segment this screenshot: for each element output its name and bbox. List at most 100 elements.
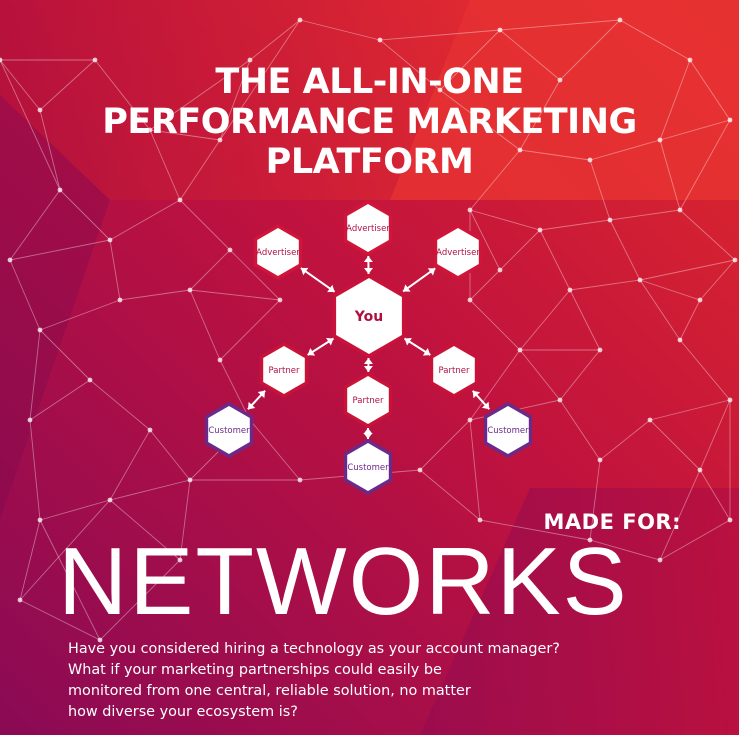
mesh-dot <box>217 137 223 143</box>
mesh-link <box>659 119 731 141</box>
mesh-dot <box>37 327 43 333</box>
mesh-link <box>519 79 561 151</box>
node-adv-right: Advertiser <box>433 224 483 280</box>
edge-hub-adv-left <box>300 267 336 293</box>
body-line-4: how diverse your ecosystem is? <box>68 704 298 720</box>
arrow-head <box>363 267 373 275</box>
mesh-dot <box>247 57 253 63</box>
mesh-dot <box>567 287 573 293</box>
mesh-dot <box>187 477 193 483</box>
mesh-link <box>109 199 181 241</box>
node-label: Advertiser <box>256 248 300 258</box>
mesh-link <box>59 189 111 241</box>
body-line-2: What if your marketing partnerships coul… <box>68 662 442 678</box>
mesh-link <box>469 349 521 421</box>
mesh-link <box>559 19 621 81</box>
network-mesh <box>0 19 736 641</box>
node-par-center: Partner <box>343 372 393 428</box>
mesh-dot <box>147 427 153 433</box>
mesh-dot <box>377 37 383 43</box>
mesh-link <box>149 129 221 141</box>
mesh-dot <box>557 397 563 403</box>
mesh-dot <box>277 297 283 303</box>
made-for-label: MADE FOR: <box>543 510 681 534</box>
node-face <box>257 228 299 276</box>
mesh-dot <box>587 537 593 543</box>
mesh-link <box>569 289 601 351</box>
mesh-dot <box>7 257 13 263</box>
mesh-dot <box>227 247 233 253</box>
mesh-dot <box>537 227 543 233</box>
mesh-link <box>479 519 591 541</box>
mesh-dot <box>657 557 663 563</box>
mesh-link <box>519 149 591 161</box>
arrow-head <box>404 337 412 346</box>
mesh-link <box>589 159 611 221</box>
mesh-link <box>189 289 221 361</box>
node-adv-left: Advertiser <box>253 224 303 280</box>
mesh-link <box>589 139 661 161</box>
mesh-link <box>0 59 41 111</box>
left-shade <box>0 95 110 520</box>
mesh-link <box>109 239 121 301</box>
arrow-head <box>427 268 436 276</box>
body-line-3: monitored from one central, reliable sol… <box>68 683 471 699</box>
mesh-link <box>659 469 701 561</box>
mesh-dot <box>687 57 693 63</box>
arrow-head <box>363 255 373 263</box>
mesh-link <box>29 329 41 421</box>
title-line-2: PERFORMANCE MARKETING <box>102 102 637 142</box>
mesh-link <box>539 229 571 291</box>
mesh-link <box>639 279 701 301</box>
mesh-link <box>219 19 301 141</box>
node-face <box>437 228 479 276</box>
node-label: Partner <box>439 366 470 376</box>
node-face <box>208 406 250 454</box>
mesh-dot <box>97 637 103 643</box>
mesh-link <box>149 129 181 201</box>
top-band <box>0 0 470 200</box>
mesh-dot <box>677 207 683 213</box>
mesh-link <box>519 289 571 351</box>
mesh-dot <box>217 357 223 363</box>
mesh-link <box>559 399 601 461</box>
mesh-dot <box>727 517 733 523</box>
edge-hub-adv-right <box>402 267 436 293</box>
mesh-dot <box>467 417 473 423</box>
mesh-dot <box>677 337 683 343</box>
mesh-link <box>659 519 731 561</box>
mesh-dot <box>497 267 503 273</box>
node-hub: You <box>332 274 406 358</box>
mesh-link <box>659 59 691 141</box>
top-right-band <box>390 0 739 200</box>
mesh-link <box>109 499 181 561</box>
mesh-link <box>219 299 281 361</box>
mesh-dot <box>177 197 183 203</box>
mesh-dot <box>657 137 663 143</box>
arrow-head <box>257 390 266 399</box>
mesh-dot <box>147 127 153 133</box>
mesh-link <box>109 429 151 501</box>
arrow-head <box>363 433 373 439</box>
mesh-link <box>679 299 701 341</box>
mesh-link <box>189 289 281 301</box>
mesh-link <box>29 379 91 421</box>
body-line-1: Have you considered hiring a technology … <box>68 641 560 657</box>
arrow-head <box>326 337 334 346</box>
node-face <box>487 406 529 454</box>
node-face <box>336 278 402 354</box>
mesh-link <box>469 149 521 211</box>
mesh-link <box>609 209 681 221</box>
mesh-link <box>179 479 191 561</box>
node-face <box>347 376 389 424</box>
mesh-link <box>499 229 541 271</box>
mesh-link <box>149 59 251 131</box>
mesh-link <box>19 519 41 601</box>
mesh-link <box>39 329 91 381</box>
node-label: Advertiser <box>436 248 480 258</box>
mesh-link <box>299 19 381 41</box>
mesh-link <box>639 279 681 341</box>
